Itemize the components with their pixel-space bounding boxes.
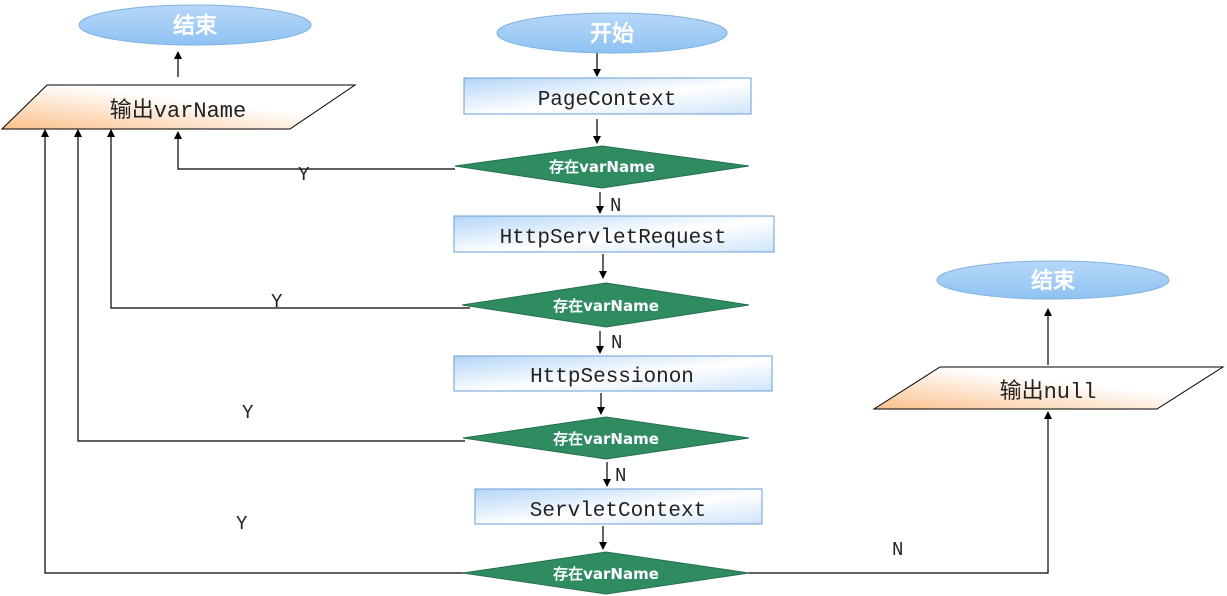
edge-label-yes-4: Y <box>236 513 248 535</box>
edge-label-no-4: N <box>892 539 903 561</box>
output-varname-label: 输出varName <box>110 98 246 124</box>
servletcontext-label: ServletContext <box>530 500 706 523</box>
edge-label-no-3: N <box>615 465 626 487</box>
start-label: 开始 <box>590 21 634 47</box>
end-terminal-right: 结束 <box>936 260 1170 300</box>
arrow-decision1-yes <box>174 131 455 170</box>
process-httpsession: HttpSessionon <box>453 355 773 392</box>
edge-label-yes-3: Y <box>242 402 254 424</box>
start-terminal: 开始 <box>496 12 728 54</box>
decision-4-label: 存在varName <box>553 565 659 583</box>
pagecontext-label: PageContext <box>538 89 677 112</box>
arrow-decision4-yes <box>41 129 465 574</box>
output-null-label: 输出null <box>1000 379 1097 405</box>
decision-4: 存在varName <box>462 551 750 595</box>
end-left-label: 结束 <box>173 13 218 39</box>
edge-label-yes-2: Y <box>271 291 283 313</box>
httpsession-label: HttpSessionon <box>530 366 694 389</box>
edge-label-no-1: N <box>610 195 621 217</box>
output-null: 输出null <box>872 366 1225 410</box>
edge-label-no-2: N <box>611 332 622 354</box>
end-terminal-left: 结束 <box>78 4 312 46</box>
decision-1-label: 存在varName <box>549 158 655 176</box>
process-pagecontext: PageContext <box>463 77 752 115</box>
edge-label-yes-1: Y <box>298 164 310 186</box>
decision-2-label: 存在varName <box>553 297 659 315</box>
process-servletcontext: ServletContext <box>474 488 763 525</box>
arrow-decision3-yes <box>74 129 465 442</box>
connectors <box>41 51 1052 574</box>
arrow-decision2-yes <box>107 129 470 309</box>
httpservletrequest-label: HttpServletRequest <box>500 227 727 250</box>
decision-1: 存在varName <box>454 145 750 189</box>
output-varname: 输出varName <box>0 84 357 130</box>
process-httpservletrequest: HttpServletRequest <box>453 215 775 253</box>
end-right-label: 结束 <box>1031 268 1076 294</box>
arrow-decision4-no <box>748 411 1052 574</box>
decision-3-label: 存在varName <box>553 430 659 448</box>
decision-2: 存在varName <box>461 282 750 328</box>
decision-3: 存在varName <box>462 416 750 460</box>
